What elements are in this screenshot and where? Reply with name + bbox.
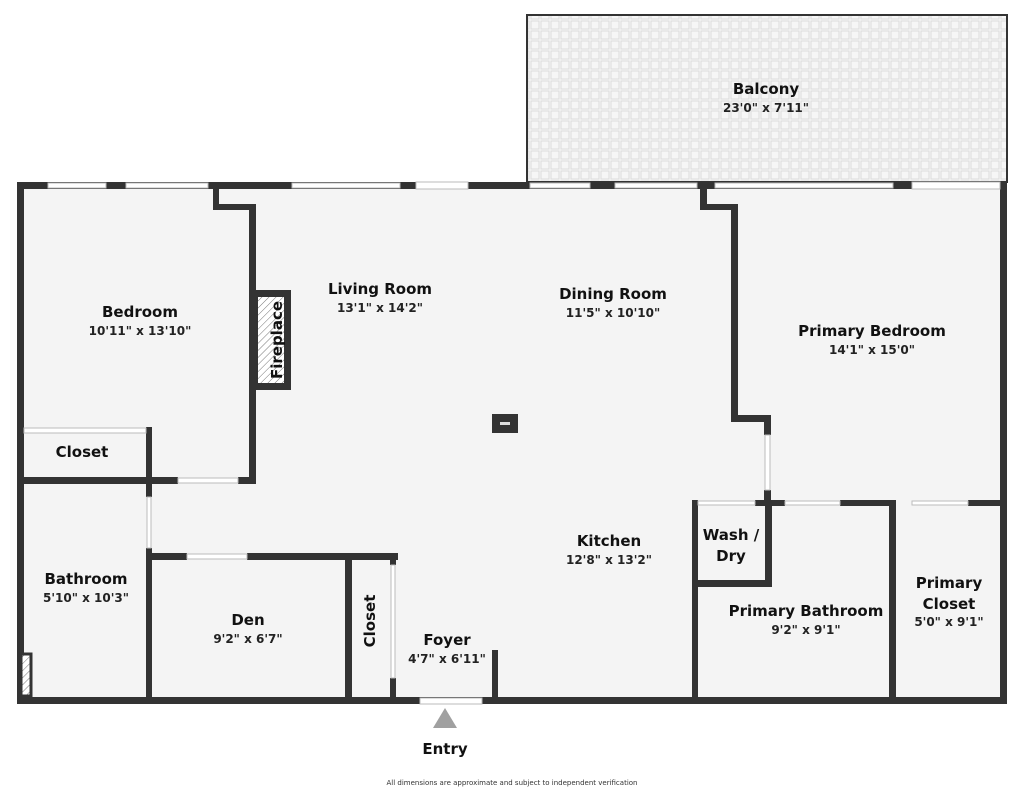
foyer-label: Foyer bbox=[423, 631, 471, 649]
bathroom-fixture bbox=[19, 652, 33, 698]
den-dims: 9'2" x 6'7" bbox=[213, 632, 282, 646]
den-label: Den bbox=[231, 611, 264, 629]
primary-bathroom-label: Primary Bathroom bbox=[729, 602, 884, 620]
living-room-label: Living Room bbox=[328, 280, 432, 298]
dining-room-dims: 11'5" x 10'10" bbox=[566, 306, 660, 320]
primary-closet-label-line1: Primary bbox=[916, 574, 983, 592]
primary-bedroom-dims: 14'1" x 15'0" bbox=[829, 343, 915, 357]
entry-arrow-icon bbox=[433, 708, 457, 728]
balcony-dims: 23'0" x 7'11" bbox=[723, 101, 809, 115]
primary-bathroom-dims: 9'2" x 9'1" bbox=[771, 623, 840, 637]
dining-room-label: Dining Room bbox=[559, 285, 667, 303]
primary-closet-label-line2: Closet bbox=[923, 595, 976, 613]
kitchen-label: Kitchen bbox=[577, 532, 641, 550]
windows-and-doors bbox=[23, 181, 1001, 705]
primary-closet-dims: 5'0" x 9'1" bbox=[914, 615, 983, 629]
living-room-dims: 13'1" x 14'2" bbox=[337, 301, 423, 315]
bathroom-label: Bathroom bbox=[44, 570, 127, 588]
center-fixture bbox=[492, 414, 518, 433]
kitchen-dims: 12'8" x 13'2" bbox=[566, 553, 652, 567]
wash-dry-label-line1: Wash / bbox=[703, 526, 760, 544]
entry-label: Entry bbox=[422, 740, 467, 758]
foyer-dims: 4'7" x 6'11" bbox=[408, 652, 486, 666]
bedroom-label: Bedroom bbox=[102, 303, 178, 321]
disclaimer: All dimensions are approximate and subje… bbox=[387, 779, 638, 787]
balcony-label: Balcony bbox=[733, 80, 800, 98]
wash-dry-label-line2: Dry bbox=[716, 547, 746, 565]
bedroom-dims: 10'11" x 13'10" bbox=[89, 324, 192, 338]
floor bbox=[17, 182, 1007, 704]
fireplace-hearth bbox=[258, 297, 284, 383]
balcony bbox=[526, 14, 1008, 183]
primary-bedroom-label: Primary Bedroom bbox=[798, 322, 946, 340]
bedroom-closet-label: Closet bbox=[56, 443, 109, 461]
fireplace-label: Fireplace bbox=[268, 301, 286, 379]
bathroom-dims: 5'10" x 10'3" bbox=[43, 591, 129, 605]
foyer-closet-label: Closet bbox=[361, 595, 379, 648]
